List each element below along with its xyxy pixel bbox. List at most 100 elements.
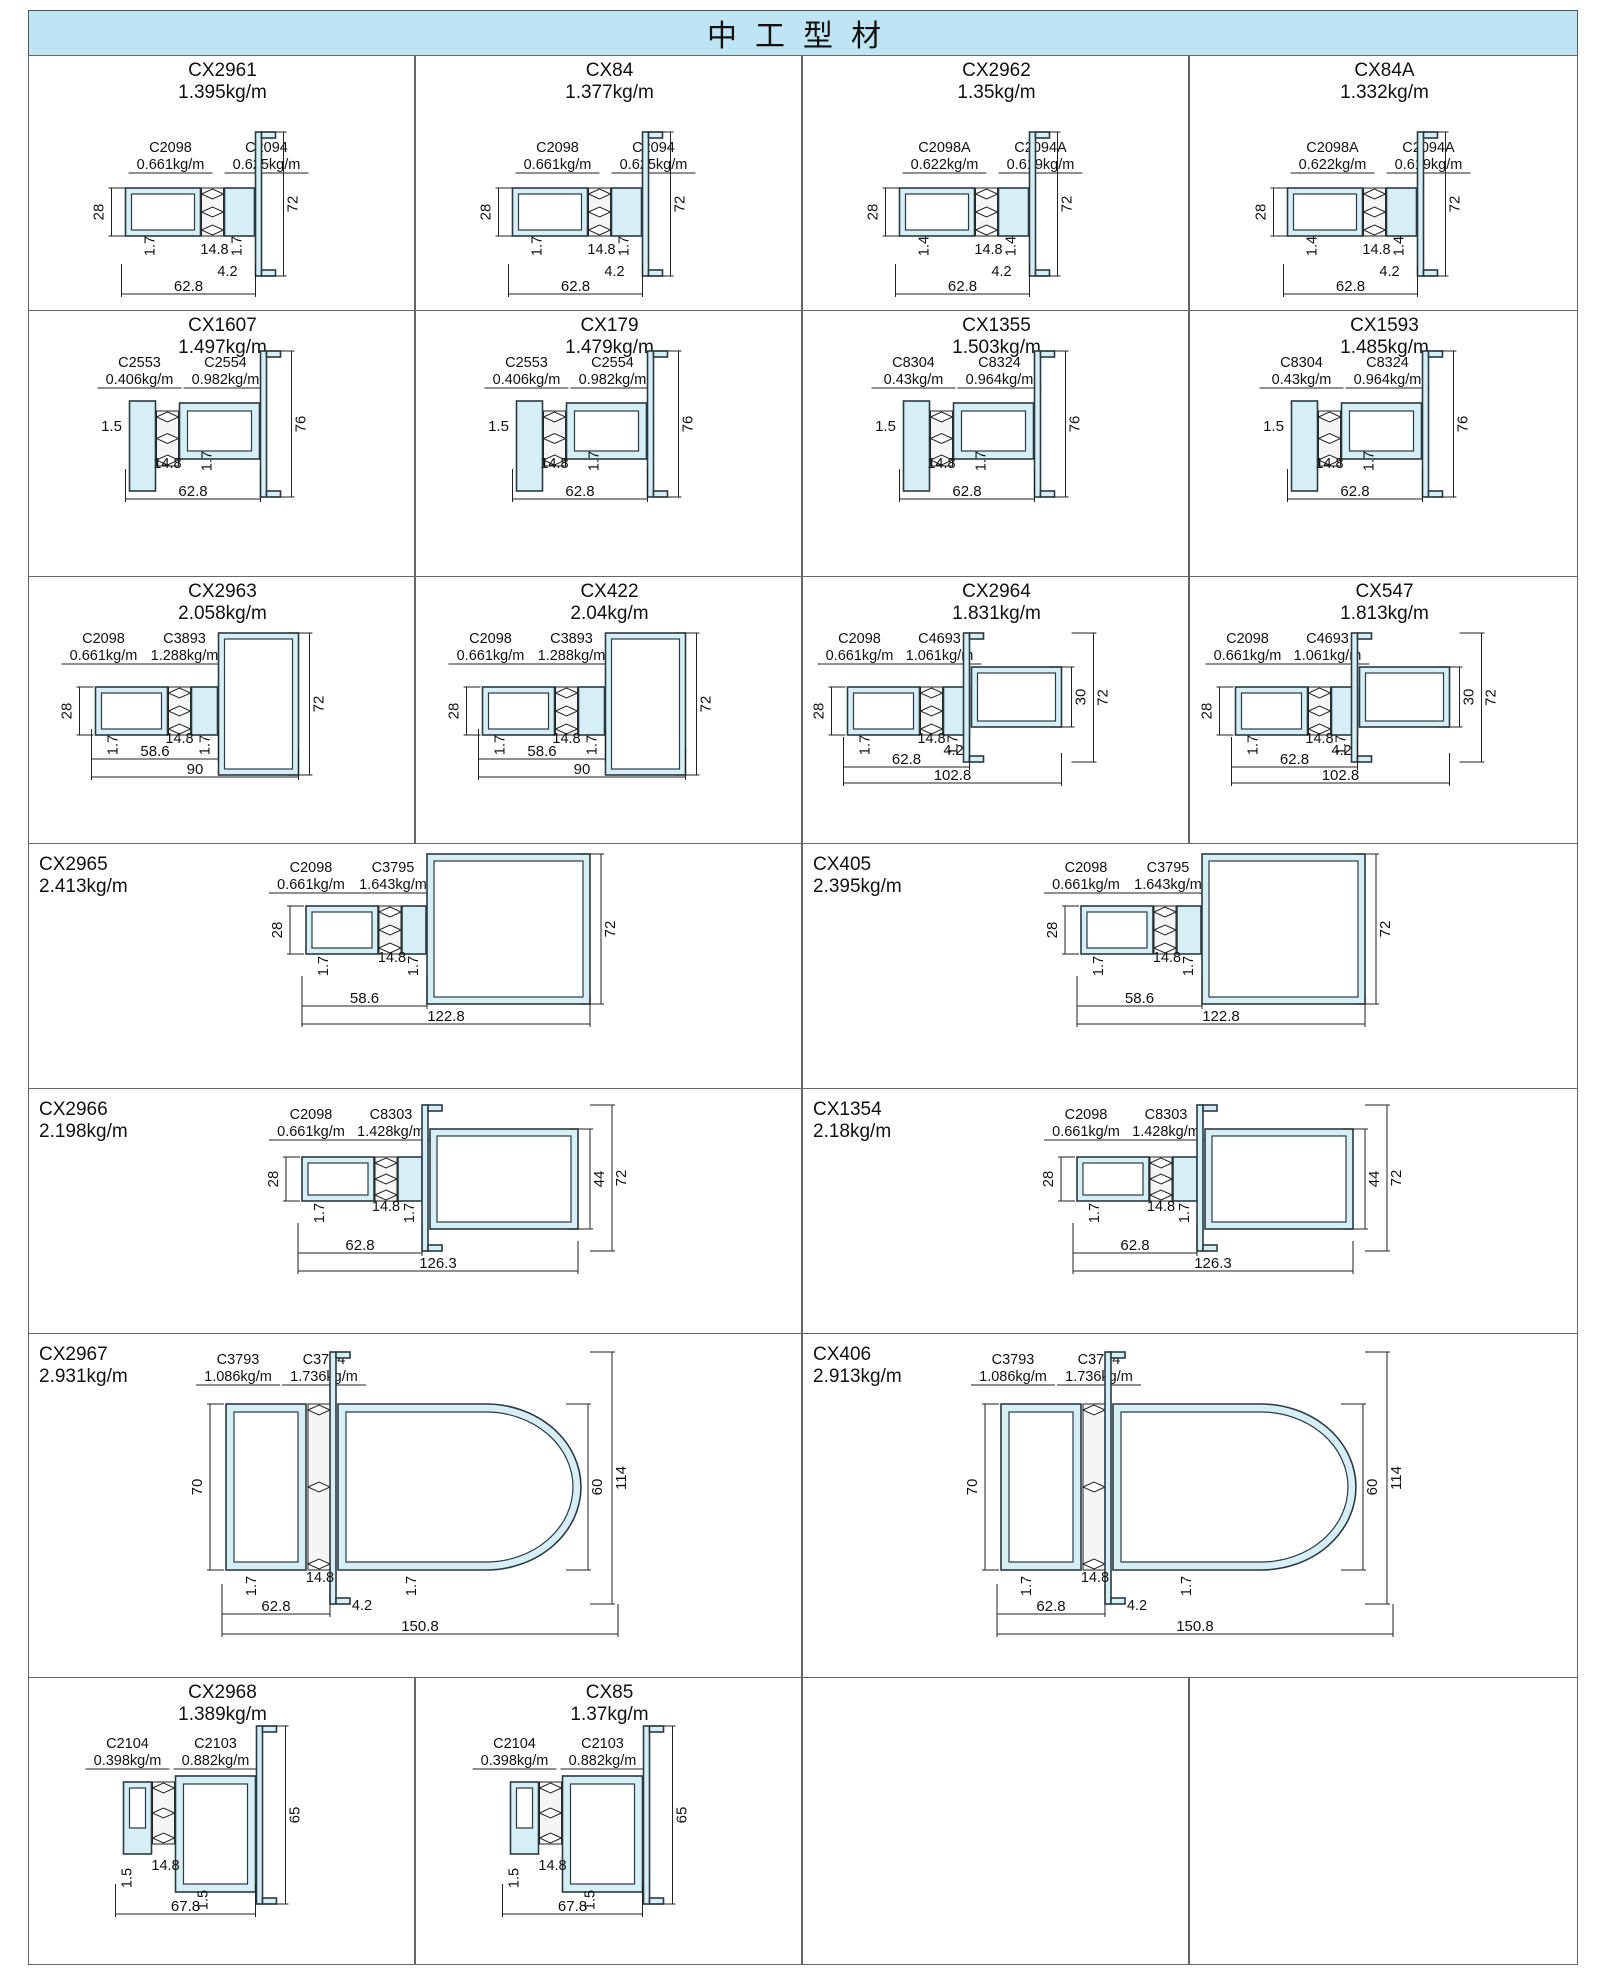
thermal-break <box>151 1781 176 1845</box>
thermal-break <box>1081 1403 1107 1571</box>
profile-weight: 1.332kg/m <box>1340 82 1429 103</box>
dim-wall-a: 1.7 <box>858 735 874 755</box>
right-profile <box>223 187 256 237</box>
dim-width: 62.8 <box>178 483 207 500</box>
frame-flange <box>1104 1351 1112 1605</box>
left-profile-cavity <box>487 692 550 730</box>
callout-label-a: C2553 <box>118 355 161 371</box>
callout-weight-b: 1.061kg/m <box>906 648 974 664</box>
dim-break-width: 14.8 <box>538 1858 566 1874</box>
dim-height-right: 72 <box>672 196 689 213</box>
profile-weight: 1.813kg/m <box>1340 603 1429 624</box>
thermal-break <box>1148 1156 1174 1202</box>
callout-weight-a: 0.661kg/m <box>137 157 205 173</box>
dim-height-left: 28 <box>865 204 882 221</box>
dim-width-a: 62.8 <box>261 1598 290 1615</box>
dim-height-left: 28 <box>59 703 76 720</box>
empty-cell <box>1189 1677 1578 1965</box>
callout-weight-a: 0.622kg/m <box>1299 157 1367 173</box>
dim-height-right: 72 <box>1377 921 1394 938</box>
profile-name: CX2964 <box>962 581 1031 602</box>
left-profile-cavity <box>128 1787 147 1829</box>
profile-drawing: C21040.398kg/mC21030.882kg/m651.514.867.… <box>472 1725 691 1917</box>
dim-width-a: 62.8 <box>1036 1598 1065 1615</box>
dim-break-width: 14.8 <box>1147 1199 1175 1215</box>
dim-height-left: 70 <box>964 1479 981 1496</box>
frame-flange <box>1350 632 1359 763</box>
callout-weight-b: 1.643kg/m <box>359 877 427 893</box>
dim-break-width: 14.8 <box>1153 950 1181 966</box>
callout-weight-b: 0.982kg/m <box>579 372 647 388</box>
callout-label-a: C2098 <box>838 631 881 647</box>
frame-flange <box>1416 131 1425 277</box>
thermal-break <box>1317 410 1342 467</box>
thermal-break <box>1152 905 1178 955</box>
profile-weight: 2.04kg/m <box>570 603 649 624</box>
right-profile <box>997 187 1030 237</box>
dim-step-b: 1.5 <box>196 1890 212 1910</box>
callout-label-a: C3793 <box>217 1352 260 1368</box>
dim-break-width: 14.8 <box>1362 242 1390 258</box>
callout-weight-b: 0.882kg/m <box>569 1753 637 1769</box>
dim-height-right: 114 <box>613 1466 630 1490</box>
profile-name: CX422 <box>580 581 639 602</box>
callout-weight-b: 0.619kg/m <box>1395 157 1463 173</box>
dim-height-right: 72 <box>311 696 328 713</box>
right-profile-cavity <box>573 410 640 452</box>
dim-height-left: 70 <box>189 1479 206 1496</box>
dim-width-a: 62.8 <box>892 751 921 768</box>
frame-flange <box>1196 1104 1204 1252</box>
dim-height-right: 76 <box>1067 416 1084 433</box>
profile-weight: 2.913kg/m <box>813 1366 902 1387</box>
dim-height-left: 28 <box>91 204 108 221</box>
callout-label-a: C2098 <box>290 1107 333 1123</box>
right-profile-cavity <box>186 410 253 452</box>
callout-weight-a: 0.661kg/m <box>70 648 138 664</box>
profile-weight: 2.931kg/m <box>39 1366 128 1387</box>
left-profile-cavity <box>130 193 196 231</box>
dim-wall-a: 1.7 <box>530 236 546 256</box>
dim-width-a: 58.6 <box>1125 990 1154 1007</box>
frame-flange <box>1421 350 1430 498</box>
callout-label-b: C8303 <box>370 1107 413 1123</box>
dim-width-b: 102.8 <box>1322 767 1360 784</box>
callout-label-a: C2098 <box>536 140 579 156</box>
dim-width: 67.8 <box>558 1898 587 1915</box>
callout-weight-b: 1.643kg/m <box>1134 877 1202 893</box>
profile-weight: 2.198kg/m <box>39 1121 128 1142</box>
dim-height-right: 76 <box>680 416 697 433</box>
callout-label-b: C2094A <box>1014 140 1067 156</box>
profile-name: CX1593 <box>1350 315 1419 336</box>
profile-weight: 2.413kg/m <box>39 876 128 897</box>
dim-height-right: 72 <box>1388 1170 1405 1187</box>
callout-label-b: C3893 <box>550 631 593 647</box>
profile-drawing: C21040.398kg/mC21030.882kg/m651.514.867.… <box>85 1725 304 1917</box>
dim-break-width: 14.8 <box>917 731 945 747</box>
profile-weight: 1.485kg/m <box>1340 337 1429 358</box>
dim-wall-b: 1.7 <box>1177 1203 1193 1223</box>
right-profile-cavity <box>1348 410 1415 452</box>
box-profile-cavity <box>223 638 294 770</box>
dim-height-left: 28 <box>446 703 463 720</box>
dim-box-height: 30 <box>1461 689 1478 706</box>
dim-wall-a: 1.7 <box>1087 1203 1103 1223</box>
round-profile-cavity <box>345 1411 574 1563</box>
profile-name: CX2968 <box>188 1682 257 1703</box>
profile-name: CX85 <box>585 1682 634 1703</box>
dim-width-b: 122.8 <box>1202 1008 1240 1025</box>
